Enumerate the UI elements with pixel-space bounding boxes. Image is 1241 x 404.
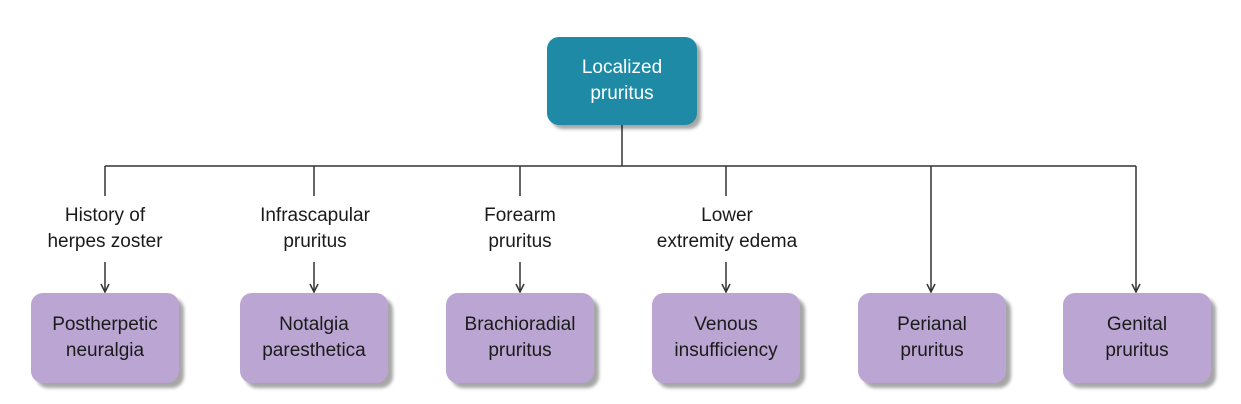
root-node: Localized pruritus [547, 37, 697, 125]
condition-label-herpes-zoster: History of herpes zoster [47, 205, 163, 252]
condition-label-lower-extremity: Lower extremity edema [656, 205, 798, 252]
condition-label-infrascapular: Infrascapular pruritus [260, 205, 370, 252]
outcome-node-genital-pruritus: Genital pruritus [1063, 293, 1211, 383]
outcome-node-postherpetic-neuralgia: Postherpetic neuralgia [31, 293, 179, 383]
outcome-node-notalgia-paresthetica: Notalgia paresthetica [240, 293, 388, 383]
outcome-node-perianal-pruritus: Perianal pruritus [858, 293, 1006, 383]
condition-label-forearm: Forearm pruritus [484, 205, 556, 252]
outcome-node-venous-insufficiency: Venous insufficiency [652, 293, 800, 383]
branch-lines [105, 166, 1136, 292]
outcome-node-brachioradial-pruritus: Brachioradial pruritus [446, 293, 594, 383]
